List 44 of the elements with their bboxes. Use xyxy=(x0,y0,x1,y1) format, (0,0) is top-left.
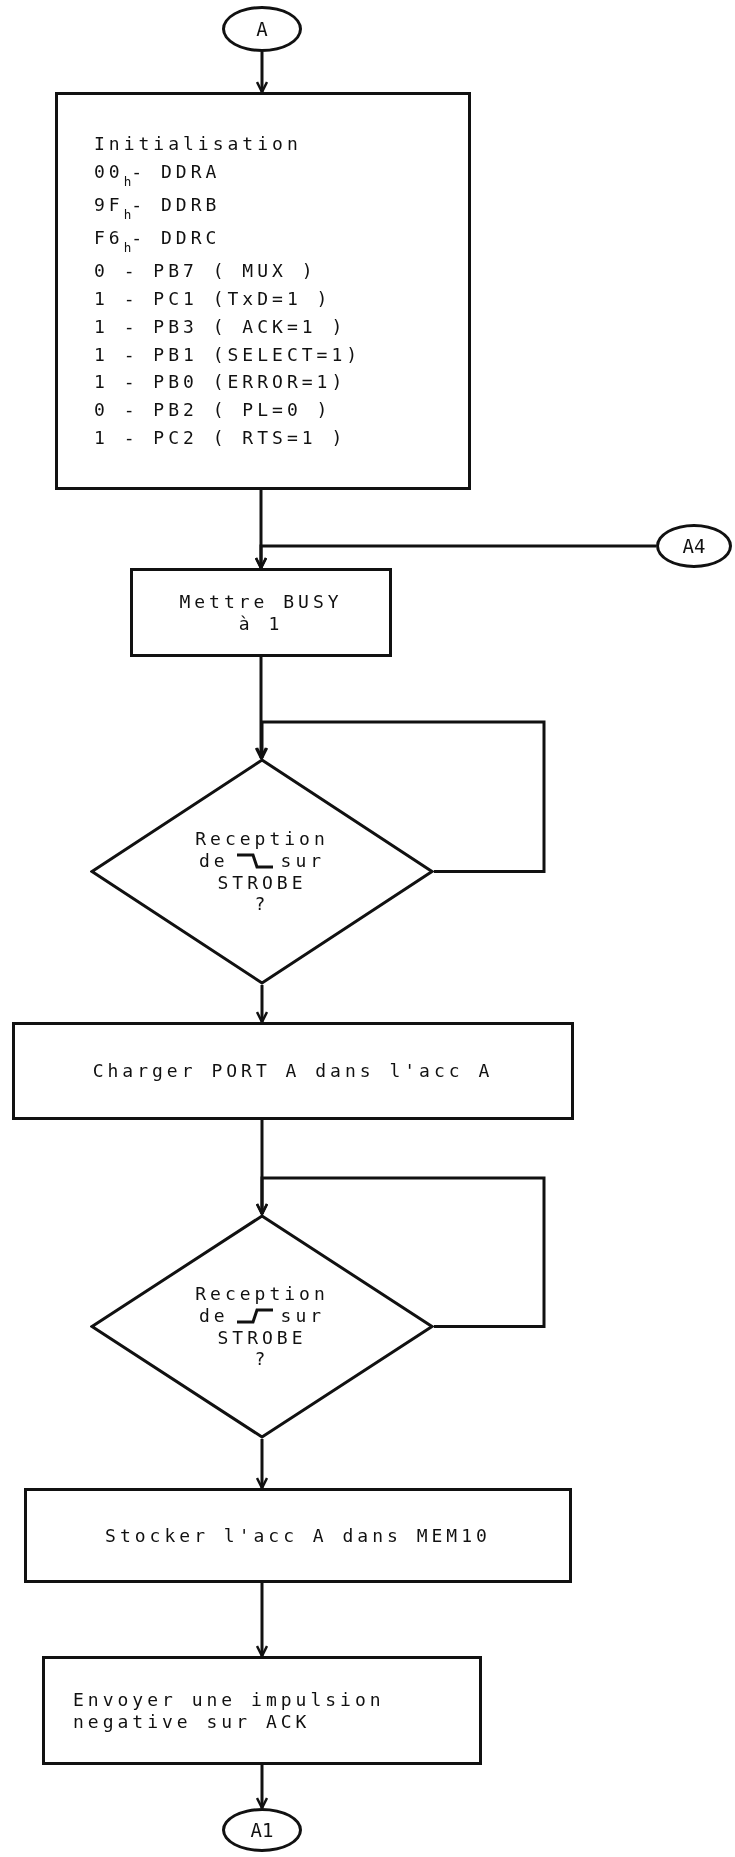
step-text: Initialisation xyxy=(94,131,302,156)
step-text: 1 - PB1 (SELECT=1) xyxy=(94,342,362,367)
step-text: Stocker l'acc A dans MEM10 xyxy=(105,1524,491,1547)
step-text: 1 - PC1 (TxD=1 ) xyxy=(94,286,332,311)
decision-text: ? xyxy=(254,1348,270,1370)
step-text: 9F$_{h}$- DDRB xyxy=(94,192,221,224)
decision-text: de xyxy=(198,1304,229,1327)
step-text: 1 - PB3 ( ACK=1 ) xyxy=(94,314,347,339)
decision-text: Reception xyxy=(195,1283,329,1305)
decision-text: STROBE xyxy=(217,1326,307,1349)
decision-text: sur xyxy=(280,849,326,872)
process-box xyxy=(130,568,392,657)
step-text: 0 - PB2 ( PL=0 ) xyxy=(94,398,332,423)
process-box xyxy=(42,1656,482,1765)
step-text: Charger PORT A dans l'acc A xyxy=(92,1060,494,1082)
loop-arrow xyxy=(255,1176,546,1328)
loop-arrow xyxy=(255,720,546,873)
decision-text: de xyxy=(198,849,229,872)
arrow xyxy=(254,657,268,760)
arrow xyxy=(255,985,269,1024)
decision-diamond xyxy=(90,1214,434,1439)
arrow xyxy=(255,1583,269,1658)
decision-text: ? xyxy=(254,893,270,915)
process-box xyxy=(55,92,471,490)
step-text: 0 - PB7 ( MUX ) xyxy=(94,258,317,283)
process-box xyxy=(24,1488,572,1583)
step-text: 1 - PC2 ( RTS=1 ) xyxy=(94,426,347,451)
step-text: 1 - PB0 (ERROR=1) xyxy=(94,370,347,395)
arrow xyxy=(255,1439,269,1490)
decision-text: Reception xyxy=(195,828,329,850)
decision-diamond xyxy=(90,758,434,985)
step-text: Envoyer une impulsion negative sur ACK xyxy=(73,1688,386,1733)
connector-label: A xyxy=(256,17,268,41)
connector-label: A1 xyxy=(250,1818,274,1842)
process-box xyxy=(12,1022,574,1120)
connector-label: A4 xyxy=(682,534,706,558)
decision-text: STROBE xyxy=(217,871,307,894)
arrow xyxy=(255,52,269,94)
step-text: Mettre BUSY à 1 xyxy=(178,590,344,635)
decision-text: sur xyxy=(280,1304,326,1327)
step-text: 00$_{h}$- DDRA xyxy=(94,159,221,191)
step-text: F6$_{h}$- DDRC xyxy=(94,225,221,257)
arrow xyxy=(254,544,656,570)
arrow xyxy=(255,1765,269,1810)
